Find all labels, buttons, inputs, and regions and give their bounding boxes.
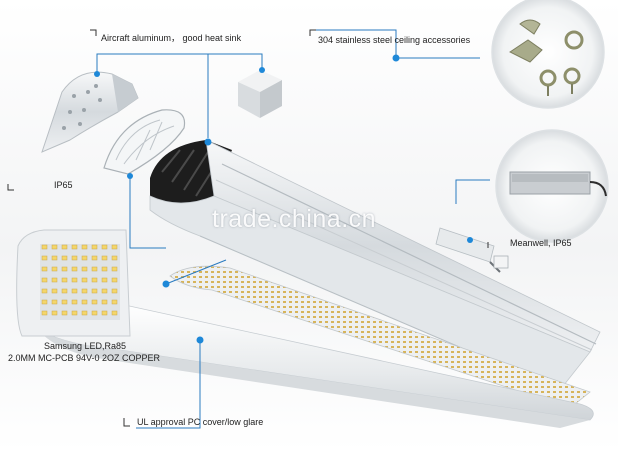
ceiling-accessories-callout: 304 stainless steel ceiling accessories — [318, 35, 471, 45]
heat-sink-cube — [238, 70, 282, 118]
callout-dots — [94, 54, 473, 344]
ceiling-accessories-lens — [491, 0, 605, 109]
heat-sink-callout: Aircraft aluminum， good heat sink — [101, 33, 242, 43]
driver-box — [435, 227, 509, 273]
ip-rating-callout: IP65 — [54, 180, 73, 190]
label-brackets — [7, 29, 489, 427]
heat-sink-endcap — [41, 71, 139, 153]
led-callout: Samsung LED,Ra85 — [44, 341, 127, 351]
leader-lines — [96, 29, 490, 429]
driver-lens — [495, 129, 609, 243]
pc-cover-callout: UL approval PC cover/low glare — [137, 417, 264, 427]
driver-callout: Meanwell, IP65 — [510, 238, 572, 248]
pcb-callout: 2.0MM MC-PCB 94V-0 2OZ COPPER — [8, 353, 161, 363]
led-board-inset — [16, 229, 131, 337]
led-strip — [169, 265, 591, 409]
endplate-frame — [103, 109, 186, 175]
watermark: trade.china.cn — [212, 205, 377, 233]
